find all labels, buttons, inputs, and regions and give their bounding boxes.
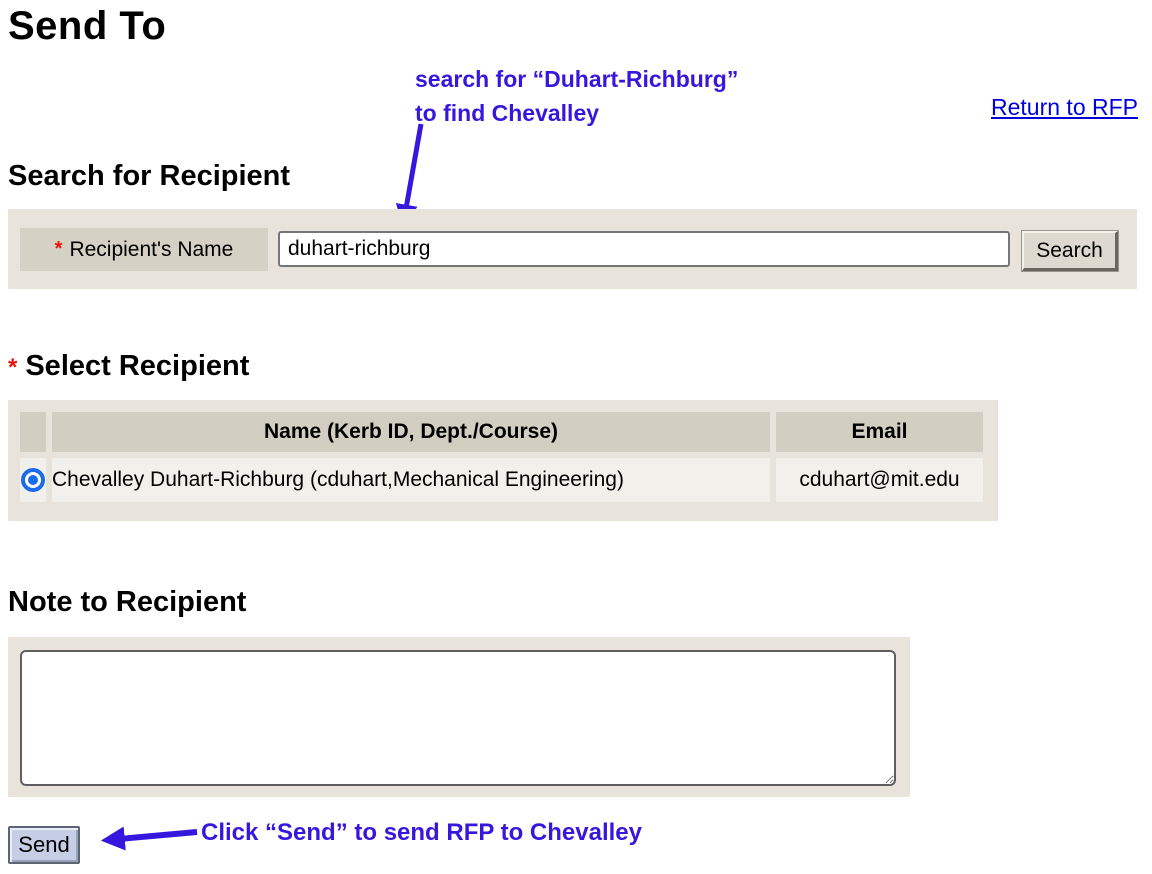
send-button[interactable]: Send xyxy=(8,826,80,864)
return-to-rfp-link[interactable]: Return to RFP xyxy=(991,94,1138,120)
required-asterisk-icon: * xyxy=(8,354,18,381)
radio-column-header xyxy=(20,412,46,452)
recipient-name-label-cell: * Recipient's Name xyxy=(20,228,268,271)
left-arrow-icon xyxy=(100,826,198,851)
search-hint-line1: search for “Duhart-Richburg” xyxy=(415,66,739,92)
search-button[interactable]: Search xyxy=(1022,231,1118,271)
recipient-name-cell: Chevalley Duhart-Richburg (cduhart,Mecha… xyxy=(52,458,770,502)
required-asterisk-icon: * xyxy=(54,238,63,260)
search-hint-line2: to find Chevalley xyxy=(415,100,600,126)
search-section-heading: Search for Recipient xyxy=(8,160,291,192)
name-column-header: Name (Kerb ID, Dept./Course) xyxy=(52,412,770,452)
recipient-radio-cell xyxy=(20,458,46,502)
recipient-name-label: Recipient's Name xyxy=(69,237,234,261)
recipient-name-input[interactable] xyxy=(278,231,1010,267)
send-hint-annotation: Click “Send” to send RFP to Chevalley xyxy=(201,819,642,846)
note-panel xyxy=(8,637,910,797)
recipient-row[interactable]: Chevalley Duhart-Richburg (cduhart,Mecha… xyxy=(20,458,983,502)
recipient-table-panel: Name (Kerb ID, Dept./Course) Email Cheva… xyxy=(8,400,998,521)
page-title: Send To xyxy=(8,4,167,48)
recipient-table: Name (Kerb ID, Dept./Course) Email Cheva… xyxy=(14,406,989,508)
select-section-heading: Select Recipient xyxy=(25,350,250,382)
note-section-heading: Note to Recipient xyxy=(8,586,247,618)
recipient-radio-selected[interactable] xyxy=(21,468,45,493)
search-hint-annotation: search for “Duhart-Richburg” to find Che… xyxy=(415,62,738,130)
select-recipient-heading-row: * Select Recipient xyxy=(8,350,249,383)
email-column-header: Email xyxy=(776,412,983,452)
recipient-header-row: Name (Kerb ID, Dept./Course) Email xyxy=(20,412,983,452)
recipient-email-cell: cduhart@mit.edu xyxy=(776,458,983,502)
search-recipient-panel: * Recipient's Name Search xyxy=(8,209,1137,289)
note-textarea[interactable] xyxy=(20,650,896,786)
